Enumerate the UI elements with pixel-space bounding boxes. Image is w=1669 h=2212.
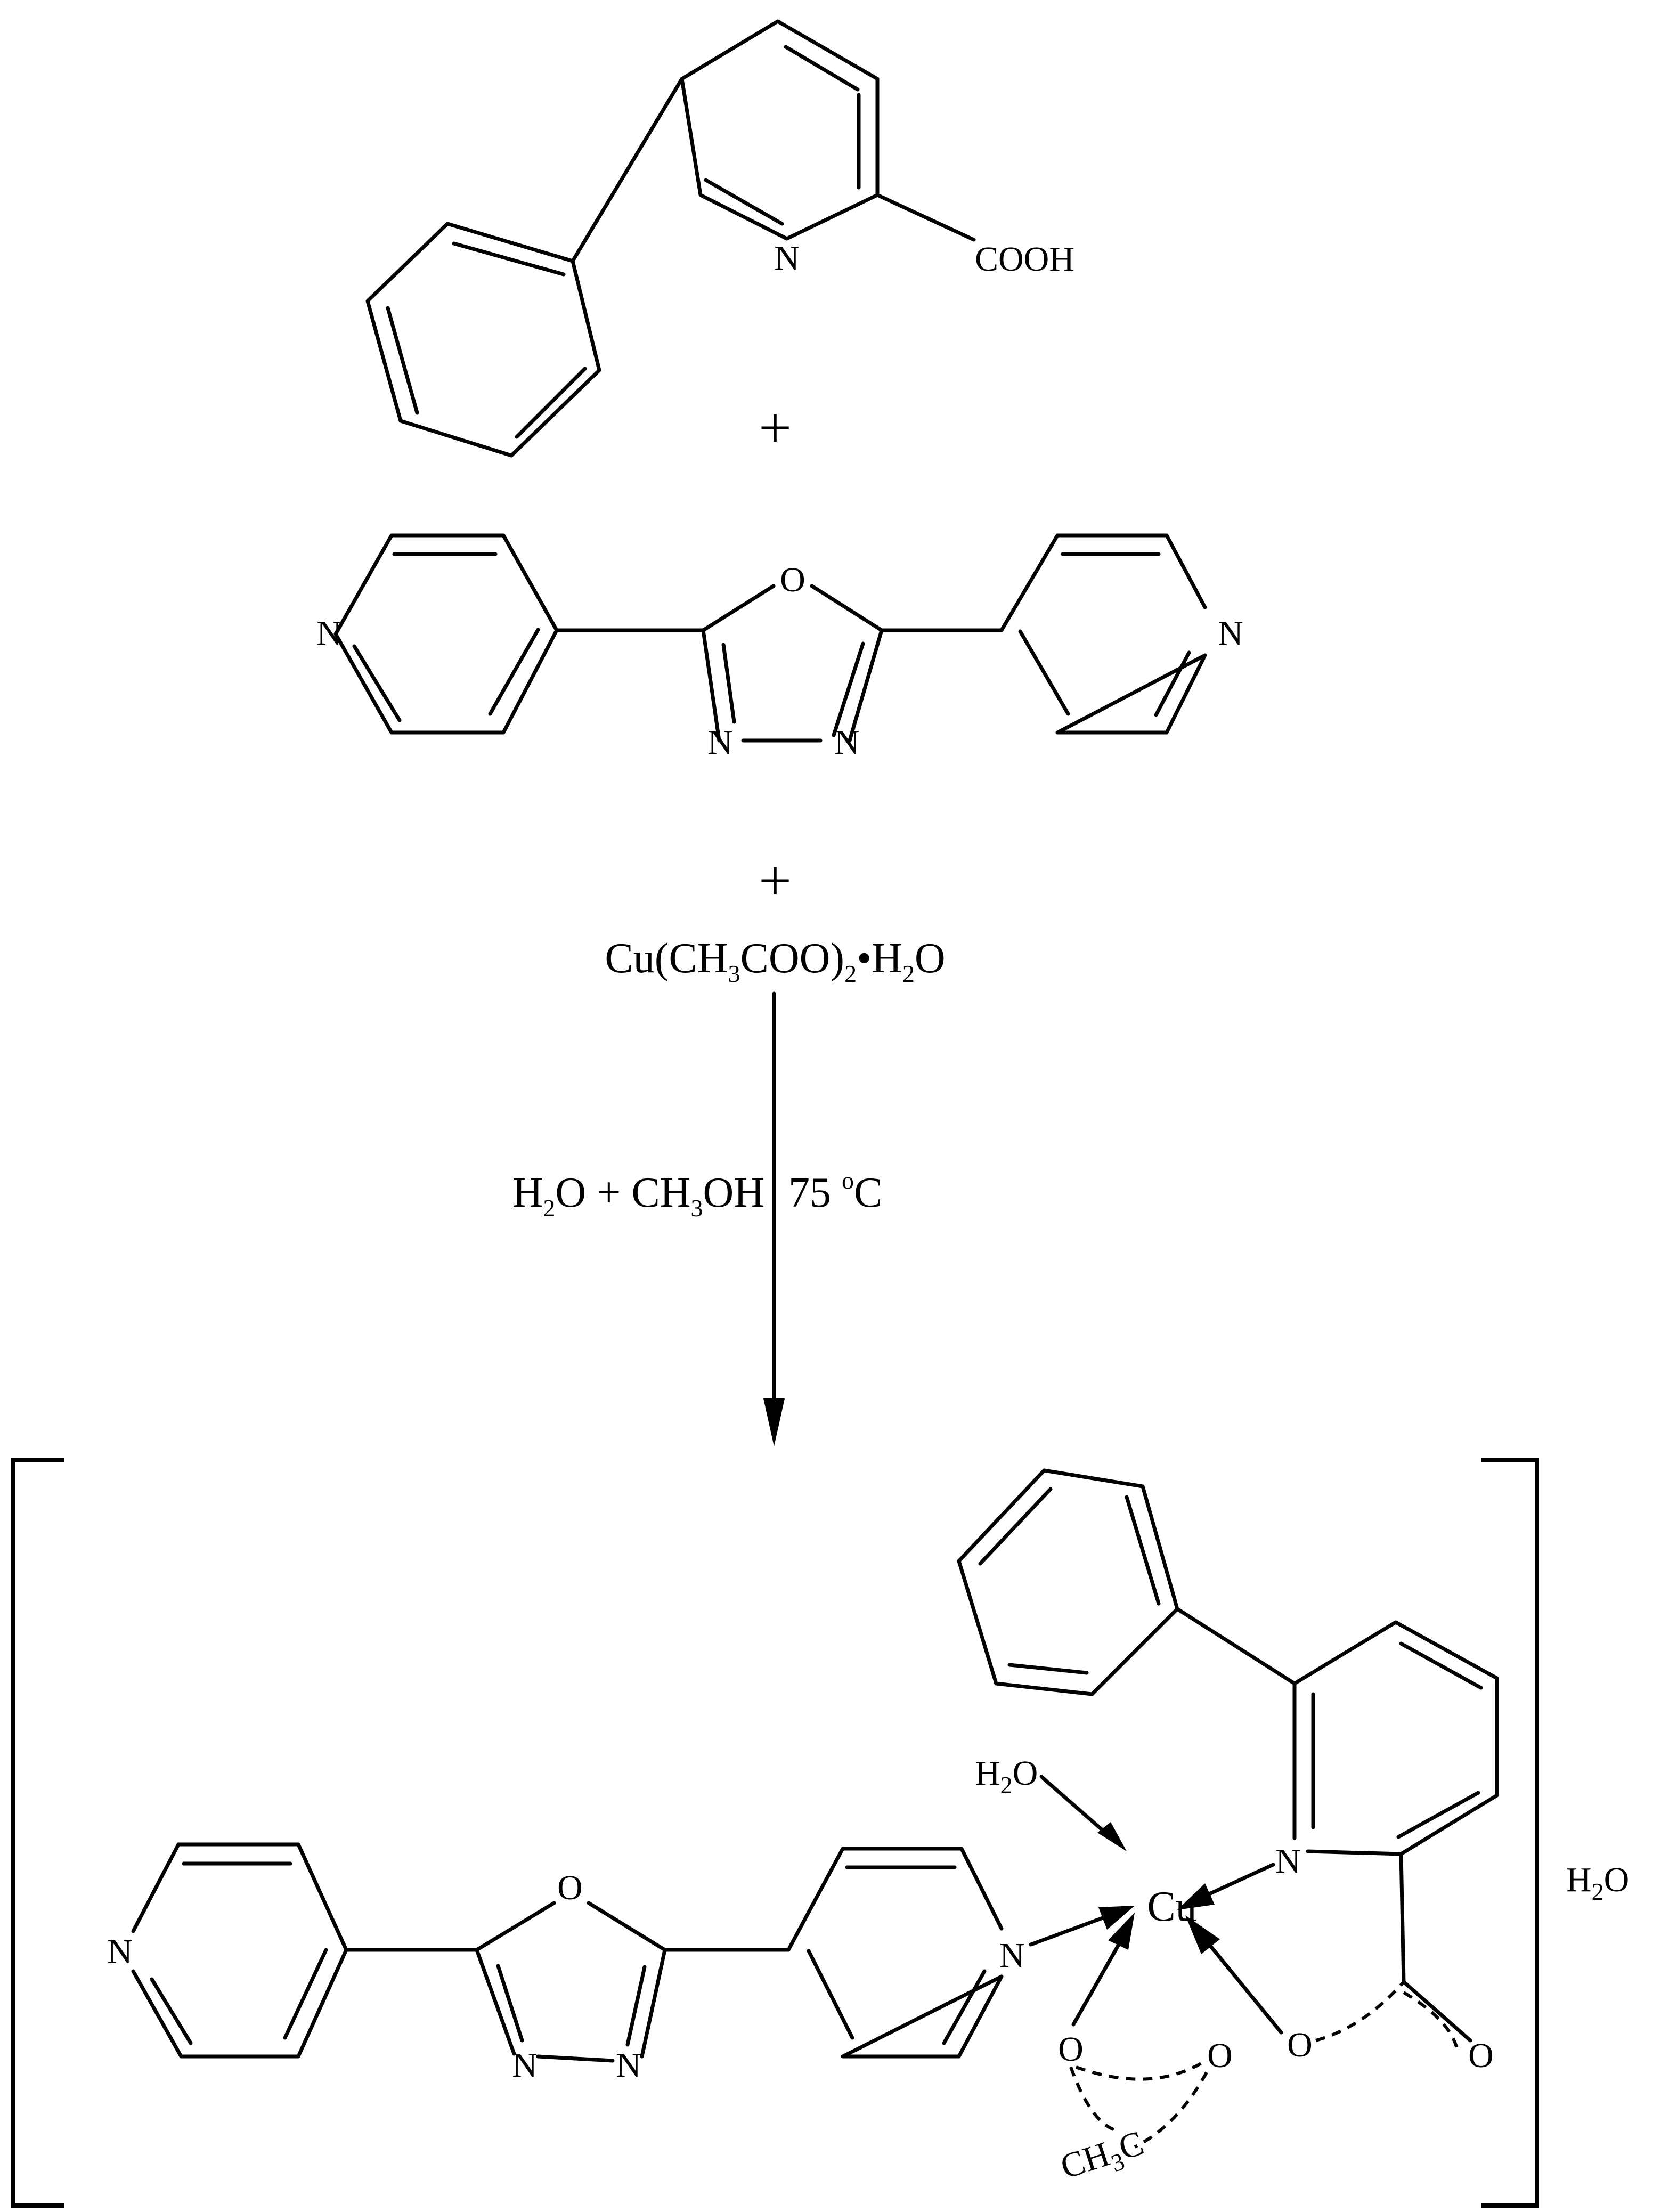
free-pyridine-nitrogen-label: N (107, 1932, 133, 1971)
plus-sign-2: + (759, 848, 792, 913)
acetate-oxygen-1-label: O (1058, 2030, 1084, 2069)
product-copper-complex: Cu N N O N N N O O O O H2O CH3C (107, 1468, 1499, 2192)
pyridine-nitrogen-label: N (774, 239, 800, 278)
oxadiazole-nitrogen-4-label: N (834, 723, 860, 762)
solvent-conditions: H2O + CH3OH (512, 1169, 764, 1222)
copper-acetate-reagent: Cu(CH3COO)2•H2O (605, 935, 945, 987)
reactant-bispyridyl-oxadiazole: N O N N N (316, 533, 1243, 762)
carboxylate-oxygen-1-label: O (1287, 2026, 1313, 2064)
product-oxadiazole-nitrogen-4-label: N (616, 2046, 641, 2085)
picolinate-nitrogen-label: N (1275, 1842, 1301, 1881)
product-brackets (11, 1458, 1539, 2208)
copper-center-label: Cu (1147, 1883, 1196, 1930)
oxadiazole-nitrogen-3-label: N (707, 723, 733, 762)
reactant-phenylpicolinic-acid: N COOH (365, 19, 1074, 458)
acetate-oxygen-2-label: O (1207, 2036, 1233, 2075)
aqua-ligand-label: H2O (975, 1754, 1038, 1799)
left-pyridine-nitrogen-label: N (316, 614, 342, 653)
product-oxadiazole-oxygen-label: O (557, 1868, 583, 1907)
carboxyl-group-label: COOH (975, 240, 1074, 279)
right-pyridine-nitrogen-label: N (1218, 614, 1243, 653)
carboxylate-oxygen-2-label: O (1468, 2036, 1494, 2075)
oxadiazole-oxygen-label: O (780, 560, 805, 599)
lattice-water-label: H2O (1566, 1860, 1629, 1905)
product-oxadiazole-nitrogen-3-label: N (512, 2046, 538, 2085)
acetate-methyl-carbon-label: CH3C (1056, 2124, 1150, 2192)
reaction-arrow (763, 991, 785, 1446)
plus-sign-1: + (759, 395, 792, 460)
temperature-condition: 75 oC (788, 1167, 882, 1216)
coordinated-pyridine-nitrogen-label: N (999, 1936, 1025, 1975)
